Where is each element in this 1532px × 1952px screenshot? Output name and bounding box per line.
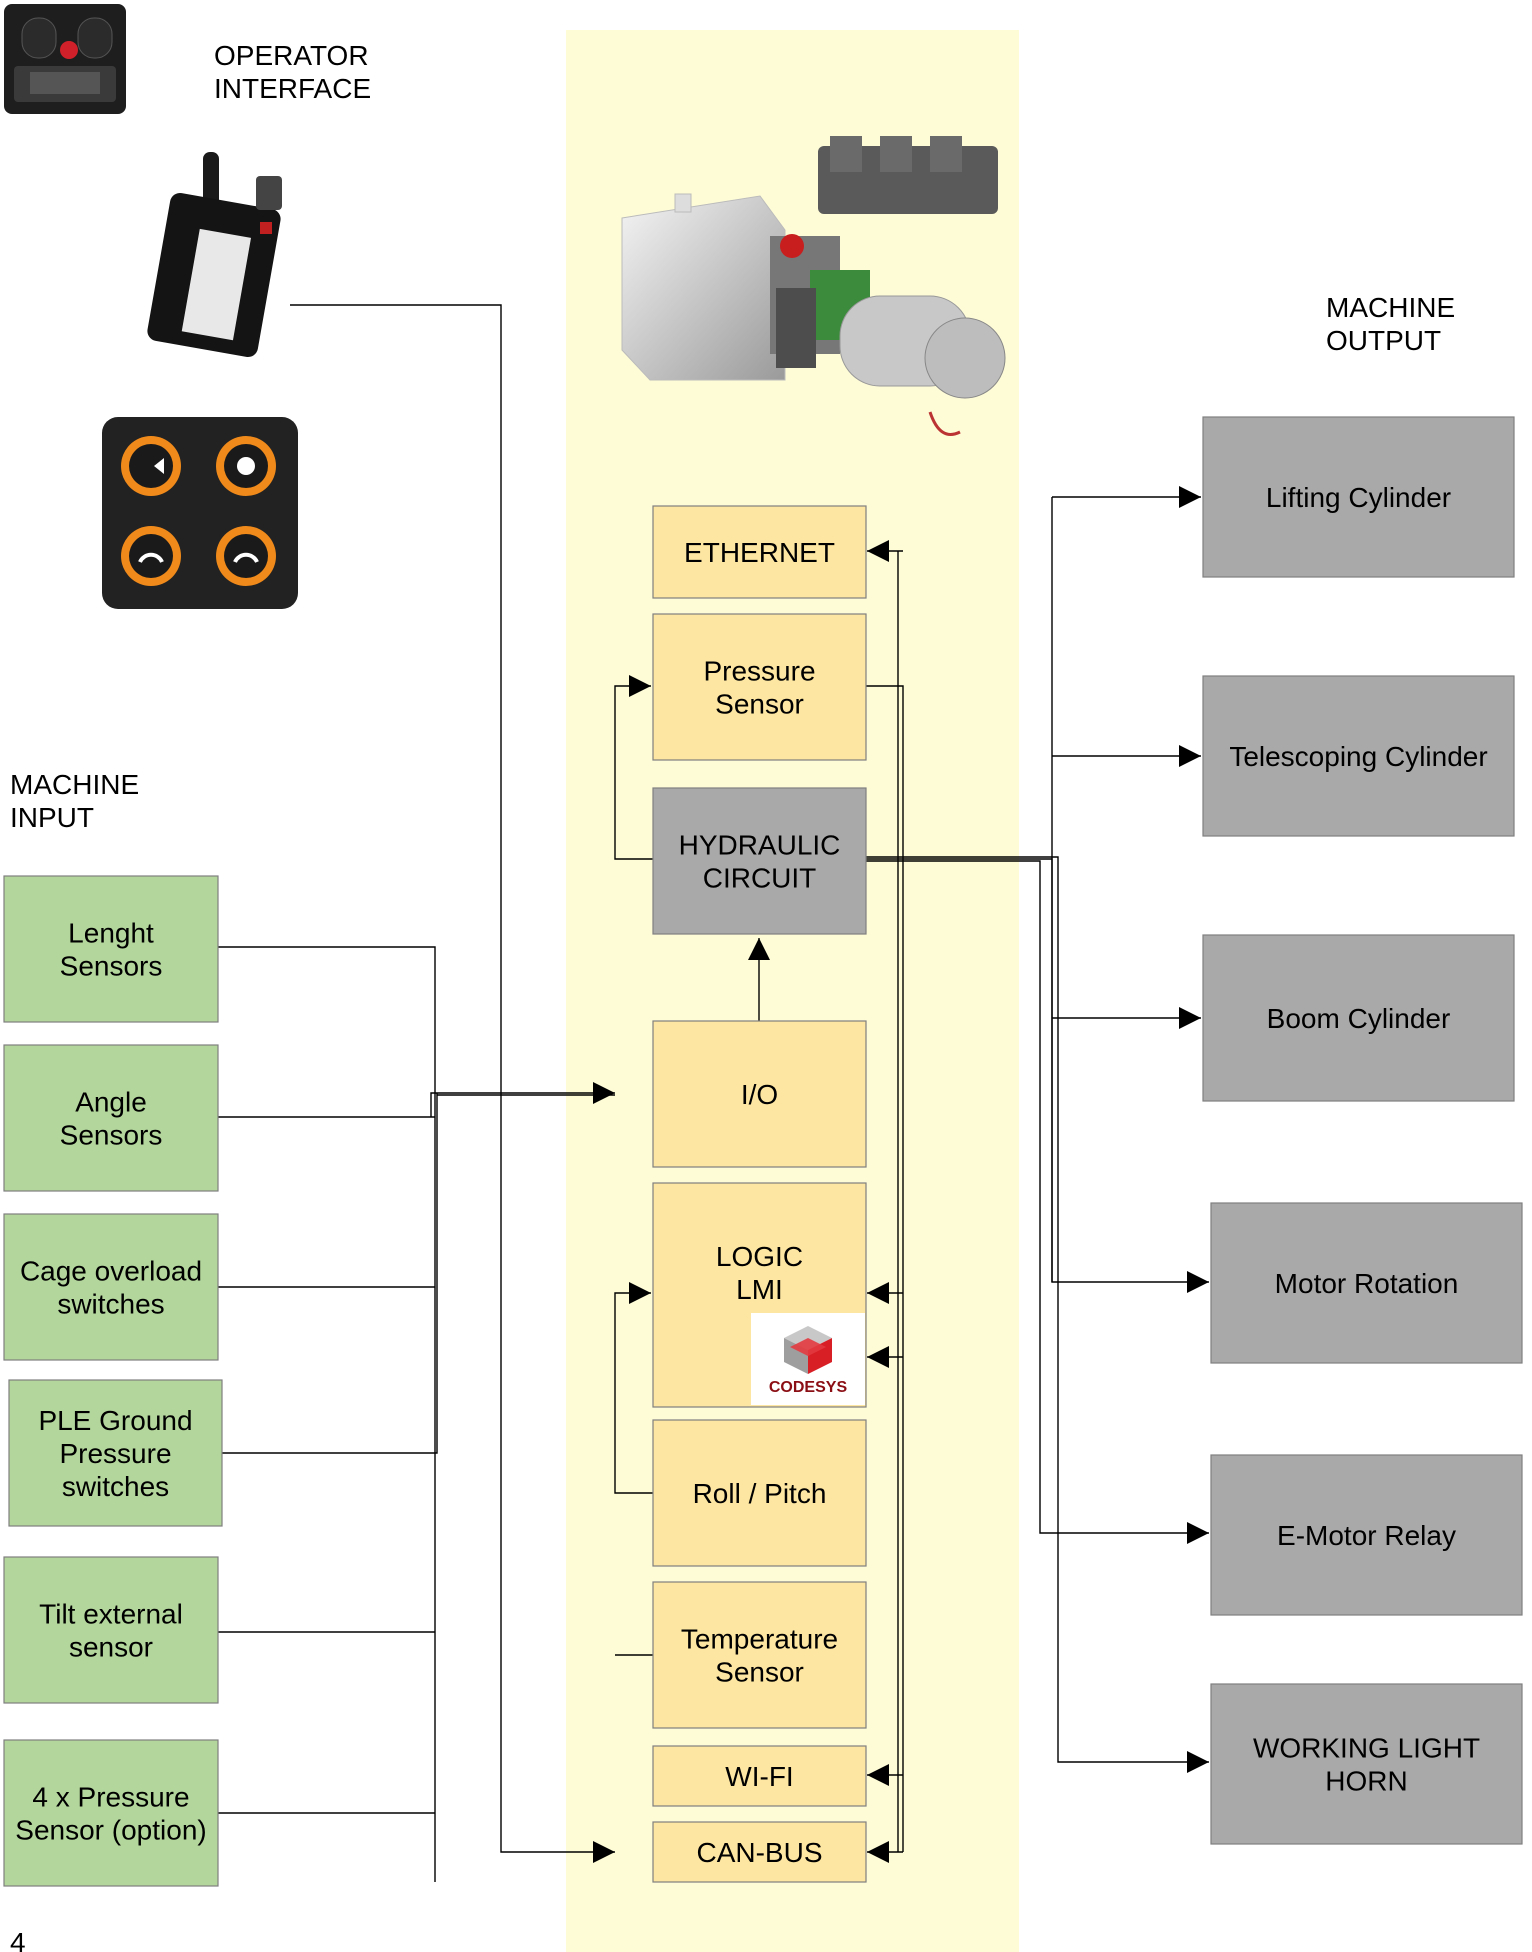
input-box-1-shape <box>3 875 219 1023</box>
block-roll-pitch: Roll / Pitch <box>652 1419 867 1567</box>
output-box-2-shape <box>1202 675 1515 837</box>
output-box-1-shape <box>1202 416 1515 578</box>
block-can-bus: CAN-BUS <box>652 1821 867 1883</box>
output-box-5-label: E-Motor Relay <box>1277 1520 1456 1551</box>
codesys-logo-text: CODESYS <box>769 1379 848 1396</box>
output-box-6-label: WORKING LIGHT <box>1253 1733 1480 1764</box>
block-ethernet-label: ETHERNET <box>684 537 835 568</box>
block-roll-pitch-label: Roll / Pitch <box>693 1478 827 1509</box>
output-box-2: Telescoping Cylinder <box>1202 675 1515 837</box>
input-box-5-label: sensor <box>69 1632 153 1663</box>
block-wifi: WI-FI <box>652 1745 867 1807</box>
block-logic-lmi-label: LMI <box>736 1274 783 1305</box>
block-wifi-shape <box>652 1745 867 1807</box>
block-pressure-sensor-label: Pressure <box>703 656 815 687</box>
codesys-logo: CODESYS <box>751 1313 865 1405</box>
operator-interface-label: OPERATOR INTERFACE <box>214 40 371 104</box>
output-box-4-label: Motor Rotation <box>1275 1268 1459 1299</box>
block-hydraulic-circuit-shape <box>652 787 867 935</box>
svg-text:MACHINE: MACHINE <box>10 769 139 800</box>
input-box-4-shape <box>8 1379 223 1527</box>
input-box-6-shape <box>3 1739 219 1887</box>
output-box-6-label: HORN <box>1325 1766 1407 1797</box>
block-temperature-sensor-label: Sensor <box>715 1657 804 1688</box>
input-box-2-label: Sensors <box>60 1120 163 1151</box>
svg-text:MACHINE: MACHINE <box>1326 292 1455 323</box>
button-keypad-icon <box>102 417 298 609</box>
block-hydraulic-circuit-label: HYDRAULIC <box>679 830 841 861</box>
input-box-3-label: switches <box>57 1289 164 1320</box>
block-io-label: I/O <box>741 1079 778 1110</box>
block-pressure-sensor-shape <box>652 613 867 761</box>
machine-input-label: MACHINE INPUT <box>10 769 139 833</box>
block-can-bus-shape <box>652 1821 867 1883</box>
block-hydraulic-circuit-label: CIRCUIT <box>703 863 817 894</box>
block-can-bus-label: CAN-BUS <box>696 1837 822 1868</box>
block-ethernet-shape <box>652 505 867 599</box>
input-box-4-label: PLE Ground <box>38 1405 192 1436</box>
hydraulic-power-unit-icon <box>621 136 1006 436</box>
output-box-3-label: Boom Cylinder <box>1267 1003 1451 1034</box>
joystick-remote-icon <box>4 4 126 114</box>
input-box-1-label: Sensors <box>60 951 163 982</box>
page-number: 4 <box>10 1927 26 1952</box>
output-box-5-shape <box>1210 1454 1523 1616</box>
input-box-4-label: Pressure <box>59 1438 171 1469</box>
output-box-4: Motor Rotation <box>1210 1202 1523 1364</box>
output-box-1: Lifting Cylinder <box>1202 416 1515 578</box>
svg-text:OUTPUT: OUTPUT <box>1326 325 1441 356</box>
block-roll-pitch-shape <box>652 1419 867 1567</box>
output-box-4-shape <box>1210 1202 1523 1364</box>
svg-text:OPERATOR: OPERATOR <box>214 40 369 71</box>
block-ethernet: ETHERNET <box>652 505 867 599</box>
svg-text:INTERFACE: INTERFACE <box>214 73 371 104</box>
input-box-3-shape <box>3 1213 219 1361</box>
connection-lines <box>218 304 1209 1882</box>
input-box-3-label: Cage overload <box>20 1256 202 1287</box>
block-temperature-sensor-shape <box>652 1581 867 1729</box>
output-box-5: E-Motor Relay <box>1210 1454 1523 1616</box>
output-box-3: Boom Cylinder <box>1202 934 1515 1102</box>
output-box-1-label: Lifting Cylinder <box>1266 482 1451 513</box>
input-box-2-shape <box>3 1044 219 1192</box>
output-box-6-shape <box>1210 1683 1523 1845</box>
input-box-1-label: Lenght <box>68 918 154 949</box>
machine-output-label: MACHINE OUTPUT <box>1326 292 1455 356</box>
input-box-2-label: Angle <box>75 1087 147 1118</box>
input-box-6-label: 4 x Pressure <box>32 1782 189 1813</box>
block-temperature-sensor-label: Temperature <box>681 1624 838 1655</box>
block-wifi-label: WI-FI <box>725 1761 793 1792</box>
svg-text:INPUT: INPUT <box>10 802 94 833</box>
block-pressure-sensor-label: Sensor <box>715 689 804 720</box>
block-io: I/O <box>652 1020 867 1168</box>
input-box-4-label: switches <box>62 1471 169 1502</box>
input-box-6-label: Sensor (option) <box>15 1815 206 1846</box>
block-io-shape <box>652 1020 867 1168</box>
block-logic-lmi-label: LOGIC <box>716 1241 803 1272</box>
input-box-5-label: Tilt external <box>39 1599 183 1630</box>
output-box-3-shape <box>1202 934 1515 1102</box>
output-box-2-label: Telescoping Cylinder <box>1229 741 1487 772</box>
radio-transmitter-icon <box>147 152 282 358</box>
input-box-5-shape <box>3 1556 219 1704</box>
